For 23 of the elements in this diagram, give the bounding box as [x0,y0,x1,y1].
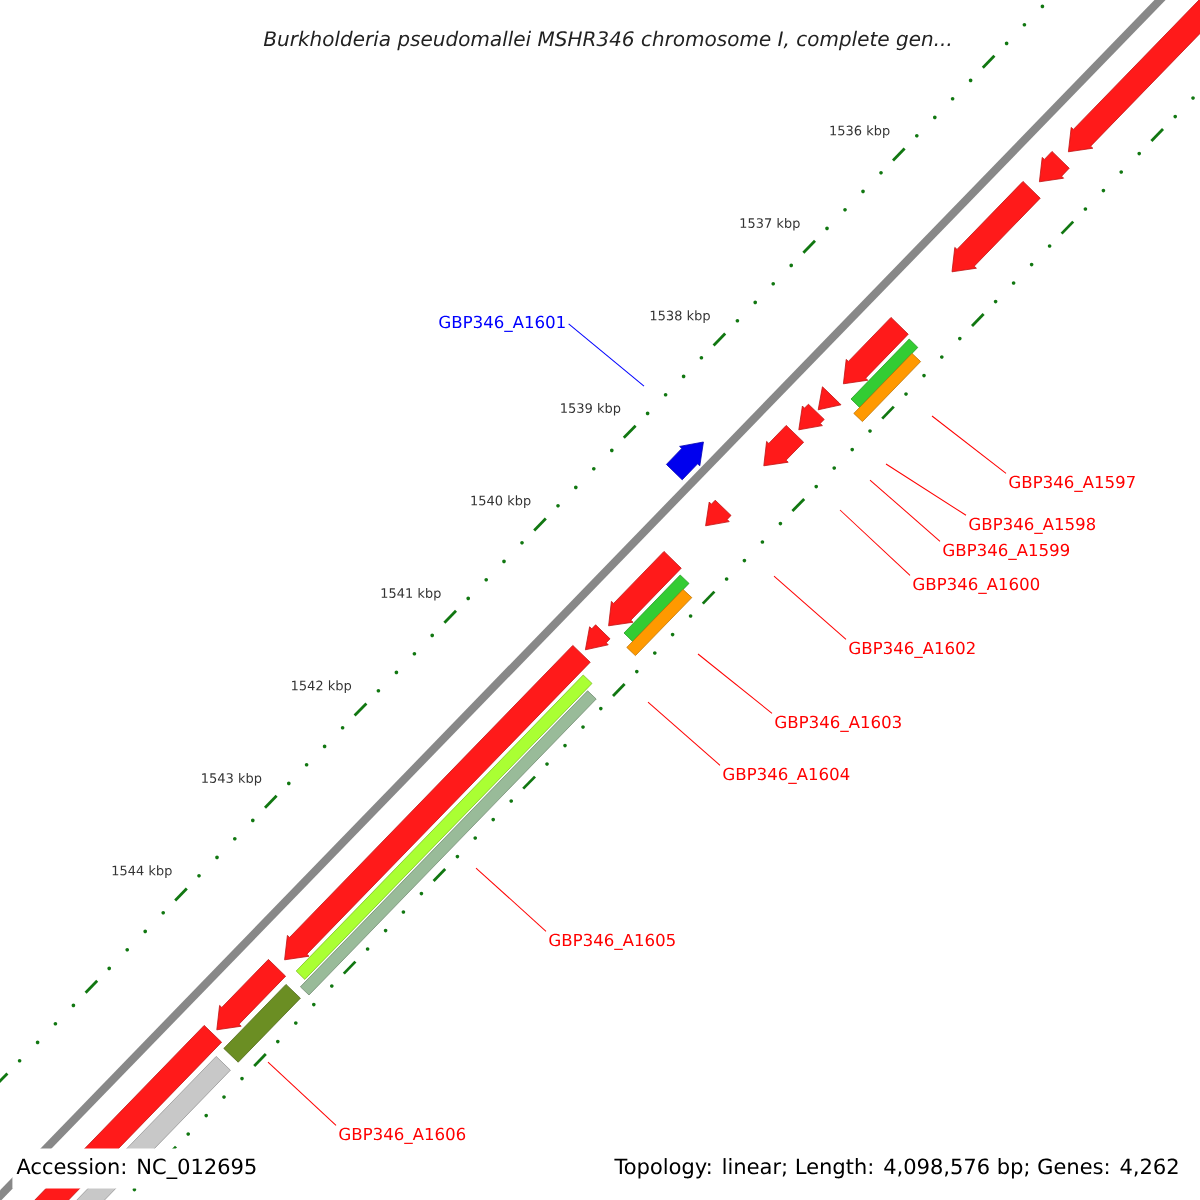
leader-line [839,509,911,576]
gene-label: GBP346_A1600 [913,577,1040,594]
leader-line [869,479,941,542]
leader-line [647,701,721,766]
leader-line [475,867,547,932]
leader-line [568,323,645,387]
gene-label: GBP346_A1606 [339,1127,466,1144]
gene-label: GBP346_A1604 [723,767,850,784]
leader-line [931,415,1007,474]
gene-label: GBP346_A1598 [969,517,1096,534]
title: Burkholderia pseudomallei MSHR346 chromosome I, complete gen... [263,30,951,51]
leader-line [267,1061,337,1126]
gene-label: GBP346_A1605 [549,933,675,950]
gene-label: GBP346_A1597 [1009,475,1135,492]
gene-label: GBP346_A1603 [775,715,901,732]
leader-line [697,653,773,714]
leader-line [885,463,967,516]
gene-label: GBP346_A1599 [943,543,1070,560]
leader-line [773,575,847,640]
gene-label: GBP346_A1602 [849,641,975,658]
gene-label: GBP346_A1601 [439,315,565,332]
accession-label: Accession: NC_012695 [12,1148,262,1189]
summary-label: Topology: linear; Length: 4,098,576 bp; Genes: 4,262 [614,1158,1178,1179]
